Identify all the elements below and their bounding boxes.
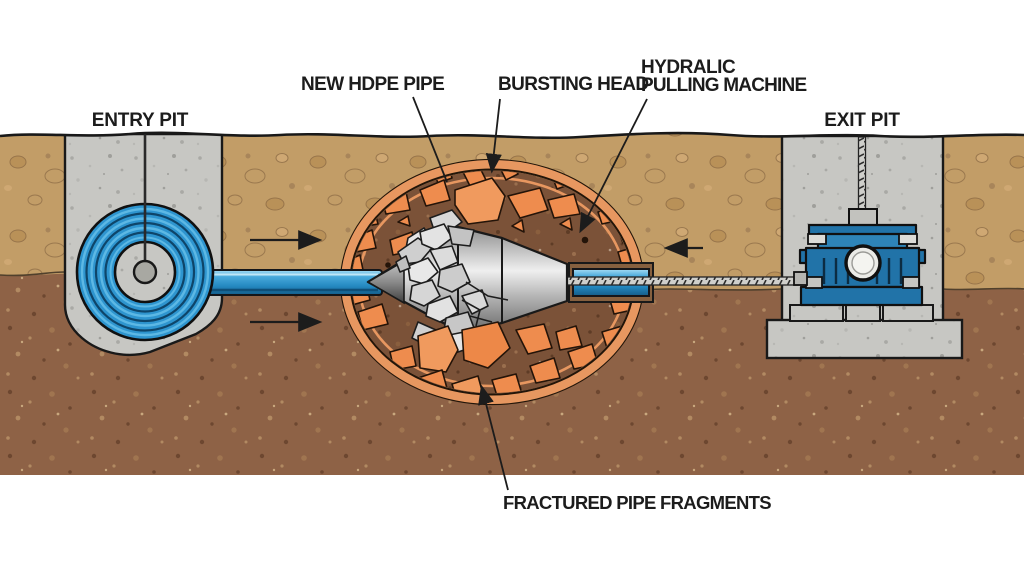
- soil-boundary-line: [942, 287, 1024, 291]
- machine-winch-hole-inner: [851, 251, 875, 275]
- support-blocks: [789, 304, 934, 322]
- crack-lines: [461, 281, 509, 327]
- label-hydraulic-line1: HYDRALIC: [641, 57, 736, 78]
- machine-cap-left: [807, 233, 827, 245]
- label-new-hdpe-pipe: NEW HDPE PIPE: [301, 74, 444, 95]
- vertical-cable: [857, 136, 867, 213]
- machine-base-plate: [799, 285, 924, 307]
- leader-new-hdpe-pipe: [412, 96, 448, 183]
- label-entry-pit: ENTRY PIT: [92, 110, 189, 131]
- label-fractured-fragments: FRACTURED PIPE FRAGMENTS: [503, 492, 771, 513]
- sky: [0, 0, 1024, 138]
- foundation-slab: [765, 318, 964, 360]
- hydraulic-pulling-machine: [793, 136, 927, 307]
- bursting-head-tip: [366, 259, 405, 305]
- machine-foot-left: [805, 276, 823, 289]
- leader-bursting-head: [485, 98, 502, 174]
- label-exit-pit: EXIT PIT: [824, 110, 900, 131]
- soil-boundary-line: [641, 288, 783, 291]
- cracked-shell-shards: [395, 209, 489, 355]
- machine-foot-right: [902, 276, 920, 289]
- label-bursting-head: BURSTING HEAD: [498, 74, 649, 95]
- leader-fractured-fragments: [478, 384, 509, 491]
- bottom-margin: [0, 475, 1024, 585]
- soil-boundary-line: [0, 271, 66, 277]
- label-hydraulic-line2: PULLING MACHINE: [641, 75, 806, 96]
- cable-entry-connector: [793, 271, 808, 286]
- leader-pulling-machine: [579, 98, 648, 234]
- machine-cap-right: [898, 233, 918, 245]
- new-hdpe-pipe-run: [195, 269, 383, 296]
- pulling-cable: [566, 276, 799, 286]
- ground-surface-line: [0, 131, 1024, 140]
- hdpe-pipe-coil: [75, 129, 215, 342]
- coil-hub: [132, 259, 158, 285]
- bursting-head: [366, 209, 569, 355]
